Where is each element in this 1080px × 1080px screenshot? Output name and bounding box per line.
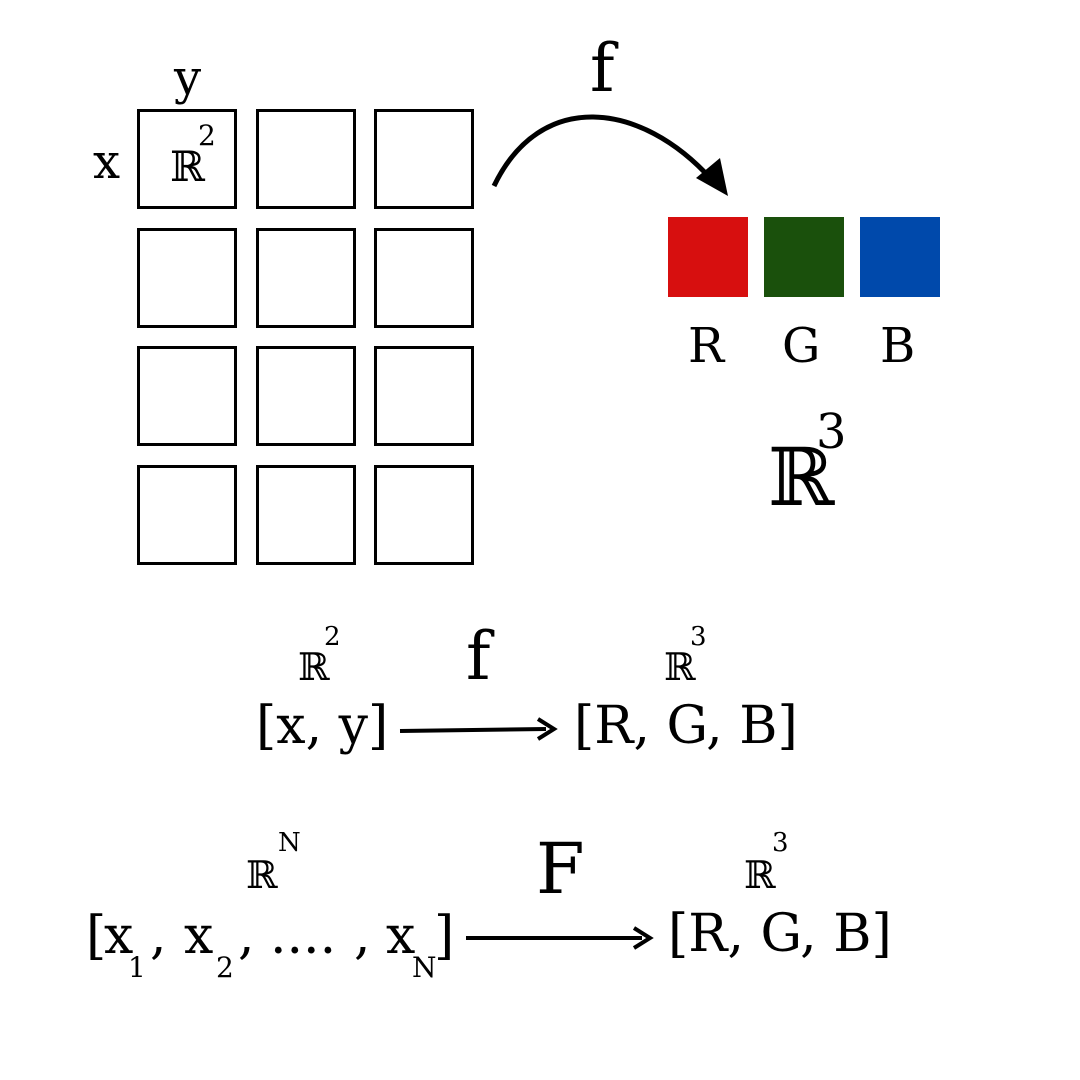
eq2-output: [R, G, B] — [668, 904, 892, 964]
eq2-function-label: F — [536, 828, 585, 910]
mapping-function-label: f — [590, 30, 615, 107]
eq2-close-bracket: ] — [434, 906, 455, 966]
grid-cell — [374, 109, 474, 209]
eq2-codomain-space: ℝ — [744, 853, 776, 897]
grid-cell — [137, 228, 237, 328]
channel-label-g: G — [782, 318, 821, 374]
eq2-dots: .... — [270, 906, 337, 966]
red-swatch — [668, 217, 748, 297]
output-space-exponent: 3 — [816, 404, 847, 460]
eq2-sub1: 1 — [128, 951, 146, 984]
curved-arrowhead — [696, 158, 728, 196]
x-axis-label: x — [93, 134, 121, 190]
eq1-arrowhead — [536, 717, 558, 741]
channel-label-r: R — [688, 318, 725, 374]
eq1-codomain-space: ℝ — [664, 645, 696, 689]
grid-cell — [374, 465, 474, 565]
grid-cell — [256, 109, 356, 209]
eq1-codomain-exponent: 3 — [690, 622, 707, 652]
eq1-domain-exponent: 2 — [324, 622, 341, 652]
eq1-input: [x, y] — [256, 696, 389, 756]
eq2-open-bracket: [ — [86, 906, 107, 966]
grid-cell — [256, 346, 356, 446]
grid-cell — [256, 228, 356, 328]
output-space-symbol: ℝ — [768, 431, 835, 524]
green-swatch — [764, 217, 844, 297]
y-axis-label: y — [174, 50, 202, 106]
eq2-comma1: , — [150, 906, 167, 966]
eq2-sub2: 2 — [216, 951, 234, 984]
eq2-x2: x — [184, 906, 214, 966]
grid-cell — [137, 109, 237, 209]
eq2-xn: x — [386, 906, 416, 966]
eq1-output: [R, G, B] — [574, 696, 798, 756]
curved-arrow — [491, 114, 714, 188]
grid-cell — [374, 228, 474, 328]
cell-space-symbol: ℝ — [170, 142, 205, 191]
eq1-arrow-line — [399, 727, 547, 733]
eq2-arrowhead — [632, 926, 654, 950]
eq1-domain-space: ℝ — [298, 645, 330, 689]
eq2-domain-exponent: N — [278, 828, 301, 858]
eq2-comma2: , — [238, 906, 255, 966]
eq1-function-label: f — [466, 618, 491, 695]
grid-cell — [256, 465, 356, 565]
eq2-codomain-exponent: 3 — [772, 828, 789, 858]
eq2-subn: N — [412, 951, 437, 984]
grid-cell — [137, 346, 237, 446]
blue-swatch — [860, 217, 940, 297]
cell-space-exponent: 2 — [198, 119, 216, 152]
grid-cell — [374, 346, 474, 446]
eq2-comma3: , — [354, 906, 371, 966]
eq2-x1: x — [104, 906, 134, 966]
eq2-domain-space: ℝ — [246, 853, 278, 897]
channel-label-b: B — [880, 318, 916, 374]
grid-cell — [137, 465, 237, 565]
